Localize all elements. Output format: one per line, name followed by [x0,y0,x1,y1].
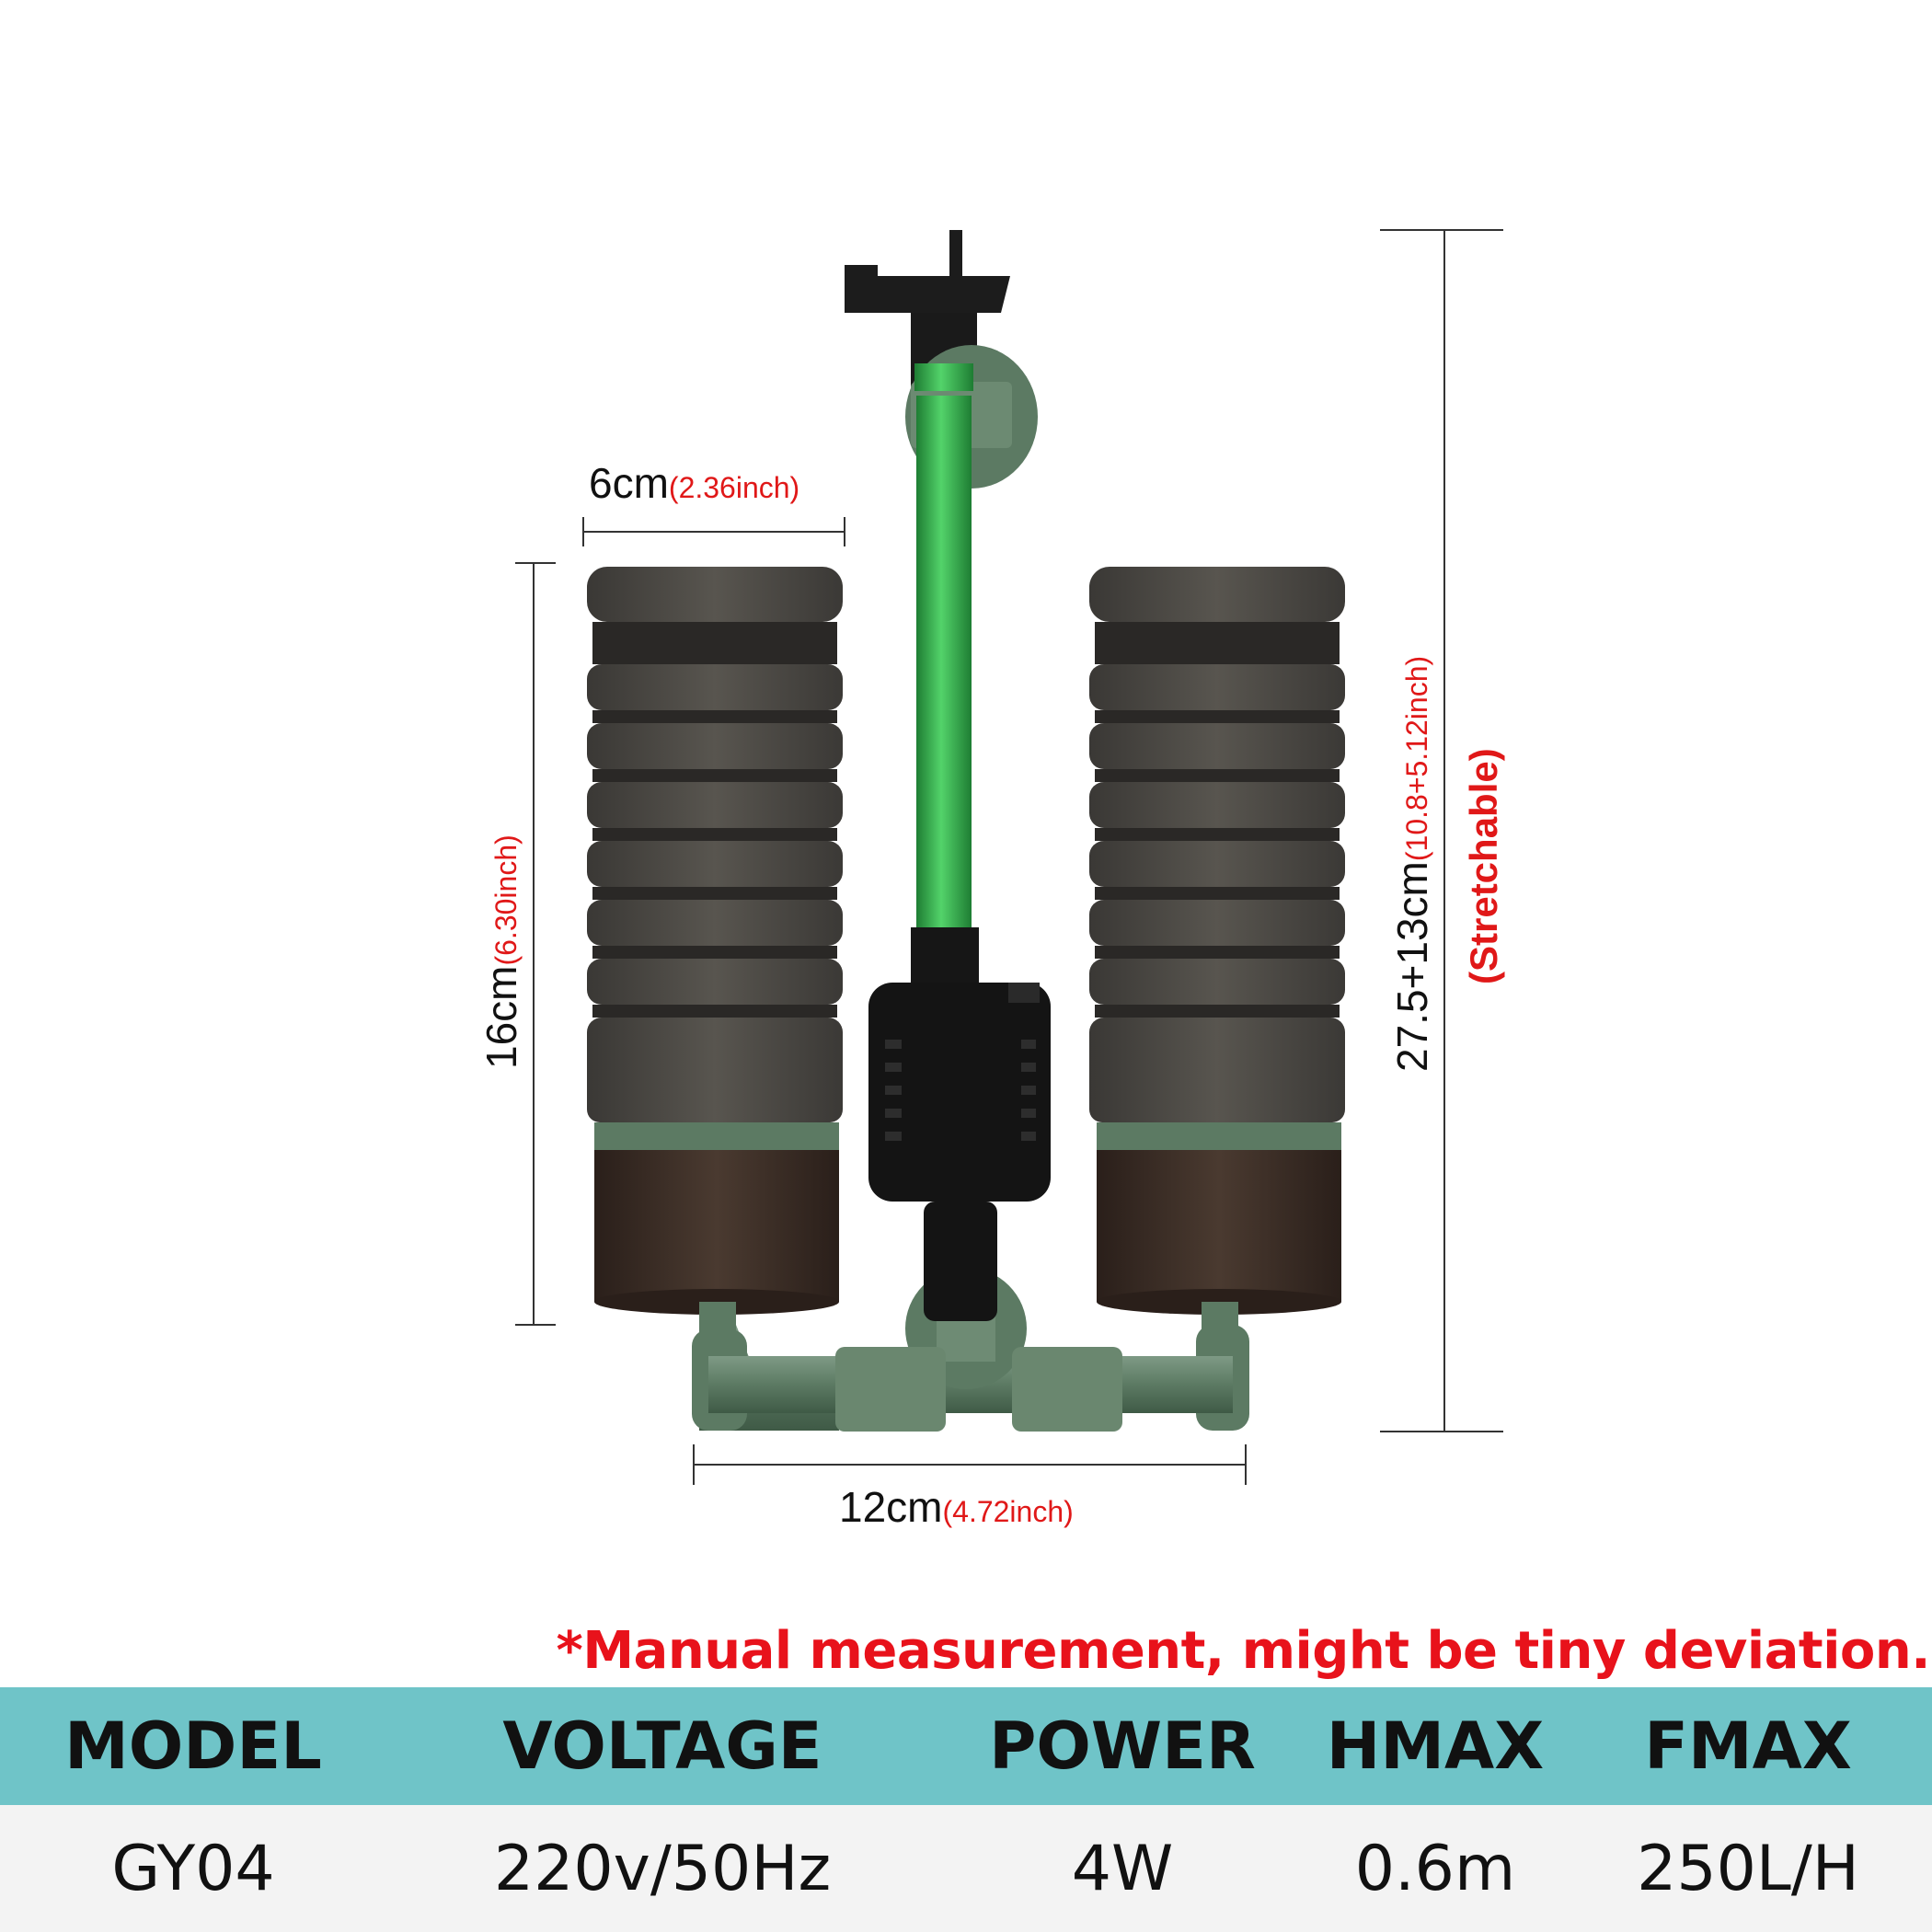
value-power: 4W [1071,1832,1174,1905]
value-voltage: 220v/50Hz [493,1832,832,1905]
width-top-inch: (2.36inch) [668,471,800,504]
value-model: GY04 [111,1832,275,1905]
width-bottom-label: 12cm(4.72inch) [839,1486,1074,1528]
height-left-inch: (6.30inch) [489,834,523,966]
width-top-cm: 6cm [589,459,669,507]
center-lift-tube [845,230,1051,1321]
right-sponge [1089,567,1345,1339]
spec-table-values: GY04 220v/50Hz 4W 0.6m 250L/H [0,1805,1932,1932]
sponge-filter-illustration [515,229,1503,1485]
base-pipe [692,1268,1249,1432]
header-fmax: FMAX [1644,1708,1852,1784]
value-hmax: 0.6m [1354,1832,1516,1905]
stretchable-note: (Stretchable) [1462,748,1505,984]
width-bottom-cm: 12cm [839,1483,943,1531]
width-bottom-inch: (4.72inch) [942,1495,1074,1528]
dimension-lines [515,229,1503,1485]
header-power: POWER [989,1708,1256,1784]
value-fmax: 250L/H [1637,1832,1859,1905]
height-left-label: 16cm(6.30inch) [477,834,525,1069]
header-voltage: VOLTAGE [502,1708,822,1784]
height-right-label: 27.5+13cm(10.8+5.12inch) [1388,655,1436,1072]
width-top-label: 6cm(2.36inch) [589,462,799,504]
height-right-inch: (10.8+5.12inch) [1400,655,1433,862]
measurement-note: *Manual measurement, might be tiny devia… [556,1621,1931,1681]
left-sponge [587,567,843,1339]
height-left-cm: 16cm [477,965,525,1069]
header-hmax: HMAX [1326,1708,1545,1784]
height-right-cm: 27.5+13cm [1388,861,1436,1072]
header-model: MODEL [64,1708,322,1784]
spec-table-header: MODEL VOLTAGE POWER HMAX FMAX [0,1687,1932,1805]
